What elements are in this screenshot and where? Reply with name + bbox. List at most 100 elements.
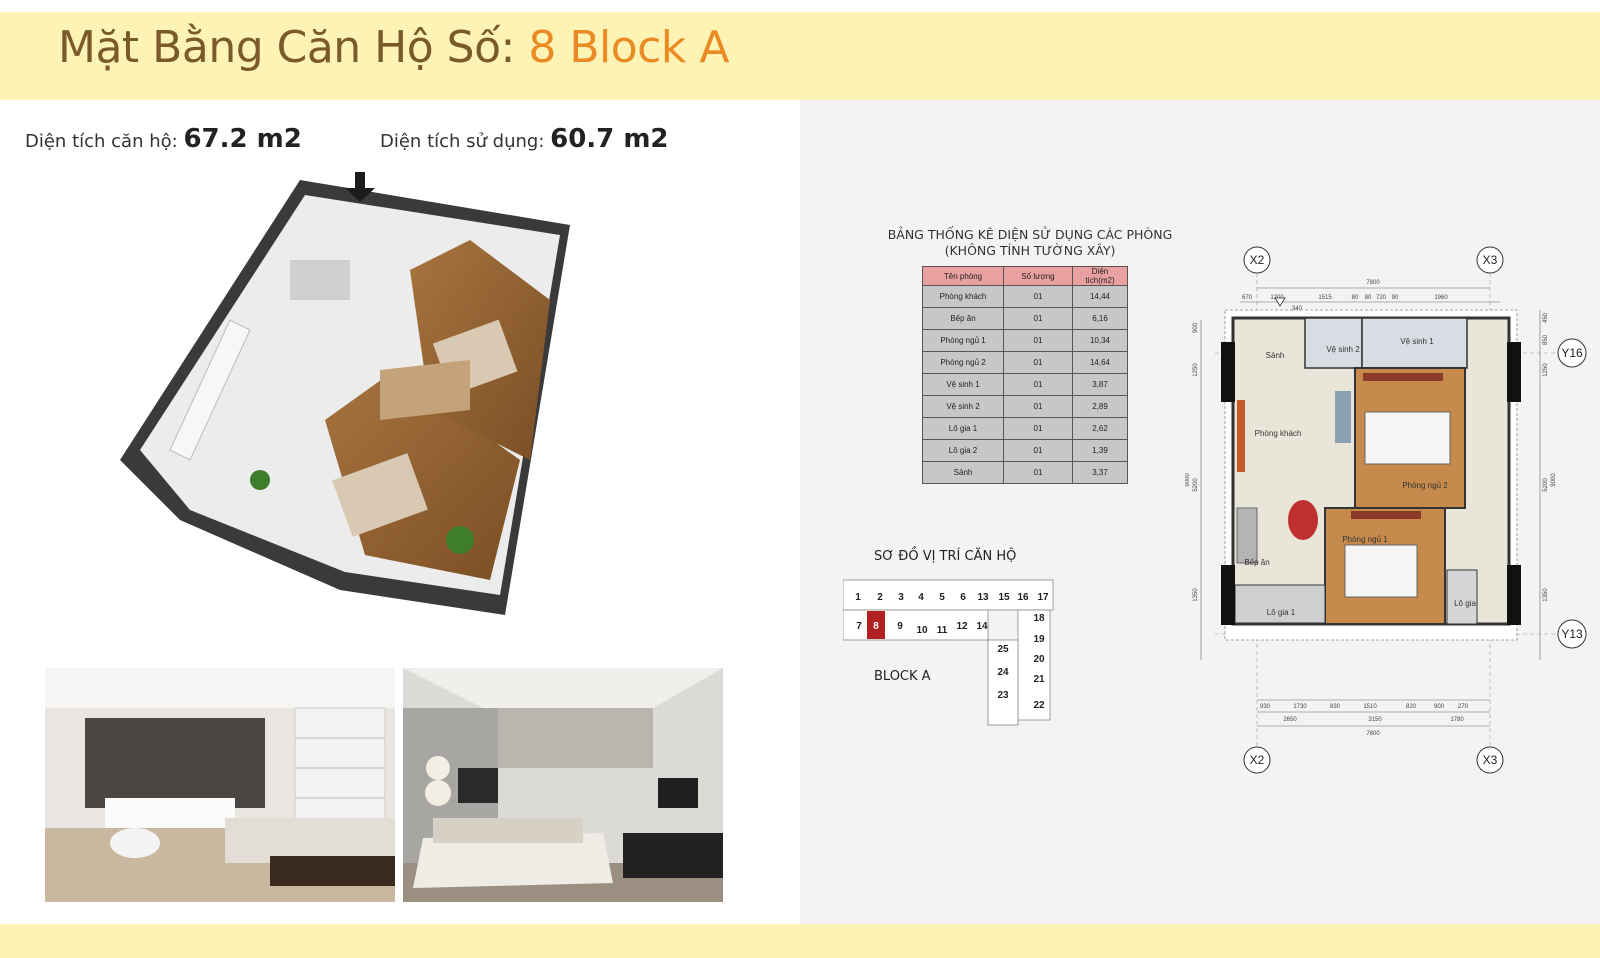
title-unit: 8 Block A [528, 22, 729, 73]
unit-label: 15 [998, 592, 1010, 603]
room-area: 2,89 [1072, 395, 1128, 418]
dimension-label: 900 [1193, 322, 1199, 333]
room-area-table: Tên phòng Số lượng Diện tích(m2) Phòng k… [922, 266, 1128, 484]
unit-label: 23 [997, 690, 1009, 701]
room-area: 1,39 [1072, 439, 1128, 462]
room-count: 01 [1003, 417, 1073, 440]
dimension-label: 9000 [1185, 473, 1191, 487]
unit-label: 16 [1017, 592, 1029, 603]
room-count: 01 [1003, 439, 1073, 462]
room-count: 01 [1003, 307, 1073, 330]
apartment-area: Diện tích căn hộ: 67.2 m2 [25, 124, 302, 154]
unit-label: 8 [873, 621, 879, 632]
block-label: BLOCK A [874, 669, 931, 684]
entrance-marker-icon [1274, 297, 1286, 307]
usable-area-label: Diện tích sử dụng: [380, 131, 545, 152]
room-label: Sảnh [1266, 351, 1285, 360]
table-header-row: Tên phòng Số lượng Diện tích(m2) [922, 266, 1128, 286]
room-name: Sảnh [922, 461, 1004, 484]
living-room-photo [45, 668, 395, 902]
dimension-label: 670 [1242, 295, 1253, 301]
title-prefix: Mặt Bằng Căn Hộ Số: [58, 22, 515, 73]
room-count: 01 [1003, 461, 1073, 484]
column-header: Diện tích(m2) [1072, 266, 1128, 286]
unit-label: 4 [918, 592, 924, 603]
dimension-label: 5200 [1193, 478, 1199, 492]
room-label: Lô gia [1454, 599, 1476, 608]
room-area: 14,44 [1072, 285, 1128, 308]
unit-label: 14 [976, 621, 988, 632]
unit-label: 10 [916, 625, 928, 636]
stats-title-line2: (KHÔNG TÍNH TƯỜNG XÂY) [944, 243, 1116, 258]
unit-label: 20 [1033, 654, 1045, 665]
room-area: 10,34 [1072, 329, 1128, 352]
room-area: 14,64 [1072, 351, 1128, 374]
unit-label: 13 [977, 592, 989, 603]
dimension-label: 1510 [1363, 704, 1377, 710]
unit-label: 12 [956, 621, 968, 632]
unit-label: 25 [997, 644, 1009, 655]
dimension-label: 80 [1365, 295, 1372, 301]
room-name: Vệ sinh 2 [922, 395, 1004, 418]
unit-label: 24 [997, 667, 1009, 678]
usable-area-value: 60.7 m2 [550, 124, 669, 154]
stats-title: BẢNG THỐNG KÊ DIỆN SỬ DỤNG CÁC PHÒNG (KH… [880, 227, 1180, 259]
apartment-area-value: 67.2 m2 [183, 124, 302, 154]
dimension-label: 7800 [1366, 280, 1380, 286]
dimension-label: 820 [1406, 704, 1417, 710]
room-count: 01 [1003, 285, 1073, 308]
dimension-label: 1730 [1293, 704, 1307, 710]
dimension-label: 1780 [1450, 717, 1464, 723]
unit-label: 2 [877, 592, 883, 603]
dimension-label: 270 [1458, 704, 1469, 710]
dimension-label: 850 [1543, 334, 1549, 345]
room-name: Phòng ngủ 1 [922, 329, 1004, 352]
room-area: 3,87 [1072, 373, 1128, 396]
location-title: SƠ ĐỒ VỊ TRÍ CĂN HỘ [874, 549, 1017, 564]
unit-label: 9 [897, 621, 903, 632]
isometric-render [120, 172, 570, 615]
floor-plan: X2 X3 X2 X3 Y16 Y13 7800 670 1200 1515 8… [1185, 246, 1587, 774]
column-header: Số lượng [1003, 266, 1073, 286]
room-label: Phòng khách [1255, 429, 1302, 438]
room-count: 01 [1003, 395, 1073, 418]
apartment-area-label: Diện tích căn hộ: [25, 131, 178, 152]
column-header: Tên phòng [922, 266, 1004, 286]
dimension-label: 720 [1376, 295, 1387, 301]
room-count: 01 [1003, 373, 1073, 396]
room-name: Phòng khách [922, 285, 1004, 308]
dimension-label: 2650 [1283, 717, 1297, 723]
room-label: Lô gia 1 [1267, 608, 1296, 617]
room-label: Phòng ngủ 1 [1342, 535, 1388, 544]
unit-label: 18 [1033, 613, 1045, 624]
usable-area: Diện tích sử dụng: 60.7 m2 [380, 124, 669, 154]
location-map: 1 2 3 4 5 6 13 15 16 17 7 8 9 10 11 12 1… [843, 579, 1054, 726]
axis-label: X3 [1483, 753, 1498, 767]
unit-label: 6 [960, 592, 966, 603]
axis-label: Y13 [1561, 627, 1583, 641]
dimension-label: 900 [1434, 704, 1445, 710]
unit-label: 5 [939, 592, 945, 603]
dimension-label: 1350 [1193, 588, 1199, 602]
dimension-label: 1515 [1318, 295, 1332, 301]
dimension-label: 3150 [1368, 717, 1382, 723]
dimension-label: 930 [1260, 704, 1271, 710]
room-label: Bếp ăn [1244, 558, 1269, 567]
dimension-label: 7800 [1366, 731, 1380, 737]
header-band [0, 12, 1600, 100]
room-label: Vệ sinh 1 [1400, 337, 1434, 346]
unit-label: 7 [856, 621, 862, 632]
unit-label: 17 [1037, 592, 1049, 603]
room-area: 6,16 [1072, 307, 1128, 330]
dimension-label: 340 [1292, 306, 1303, 312]
bedroom-photo [403, 668, 723, 902]
dimension-label: 1250 [1193, 363, 1199, 377]
highlighted-unit [867, 611, 885, 639]
room-area: 2,62 [1072, 417, 1128, 440]
